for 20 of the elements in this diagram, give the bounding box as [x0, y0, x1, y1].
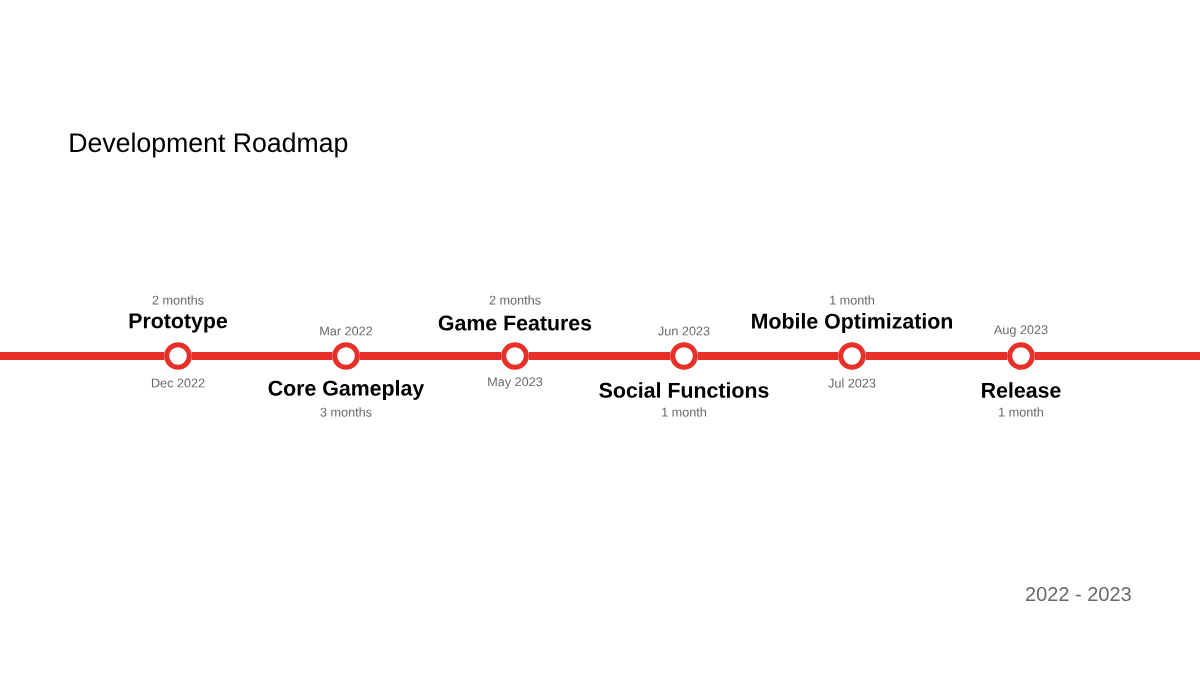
milestone-title: Prototype — [129, 313, 228, 333]
year-range: 2022 - 2023 — [1026, 586, 1131, 602]
subtitle: Development Roadmap — [70, 132, 348, 158]
date: Mar 2022 — [320, 326, 373, 336]
date: Jul 2023 — [828, 378, 876, 388]
milestone-title: Social Functions — [599, 382, 769, 398]
date: Aug 2023 — [993, 325, 1048, 337]
duration: 1 month — [662, 407, 707, 417]
duration: 3 months — [320, 407, 372, 417]
milestone-title: Game Features — [438, 315, 592, 331]
duration: 1 month — [999, 407, 1044, 417]
milestone-title: Release — [982, 382, 1061, 398]
duration: 2 months — [152, 295, 204, 305]
milestone-title: Core Gameplay — [268, 380, 425, 400]
duration: 1 month — [830, 295, 875, 305]
date: Dec 2022 — [151, 378, 205, 388]
duration: 2 months — [489, 295, 541, 305]
date: May 2023 — [488, 377, 543, 389]
date: Jun 2023 — [658, 326, 710, 336]
milestone-title: Mobile Optimization — [752, 313, 952, 333]
